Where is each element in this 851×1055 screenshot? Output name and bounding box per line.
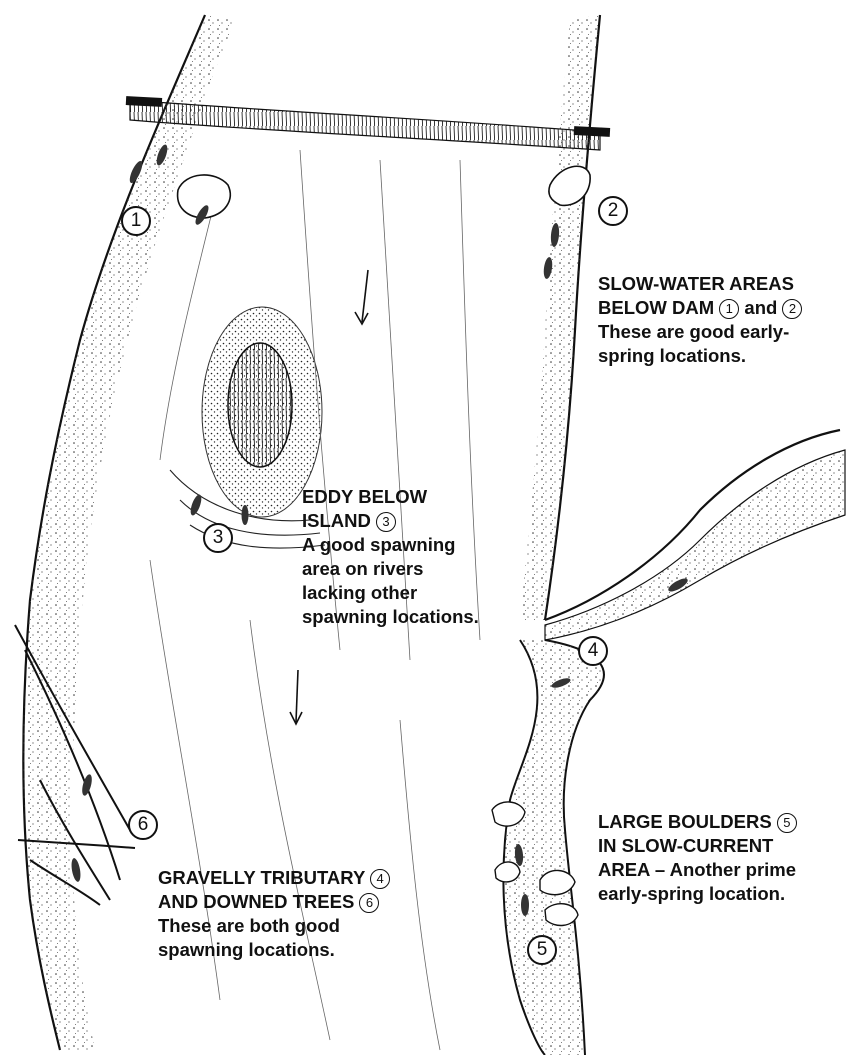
label-dam-heading-1: SLOW-WATER AREAS — [598, 272, 851, 296]
label-tributary-body-2: spawning locations. — [158, 938, 458, 962]
label-eddy-body-2: area on rivers — [302, 557, 532, 581]
label-eddy-body-1: A good spawning — [302, 533, 532, 557]
label-eddy-body-4: spawning locations. — [302, 605, 532, 629]
label-dam-heading-2: BELOW DAM 1 and 2 — [598, 296, 851, 320]
label-tributary-body-1: These are both good — [158, 914, 458, 938]
label-tributary-heading-text: GRAVELLY TRIBUTARY — [158, 867, 365, 888]
label-dam-body-2: spring locations. — [598, 344, 851, 368]
label-trees-heading-text: AND DOWNED TREES — [158, 891, 354, 912]
label-boulders-heading-text: LARGE BOULDERS — [598, 811, 772, 832]
label-dam: SLOW-WATER AREAS BELOW DAM 1 and 2 These… — [598, 272, 851, 368]
label-eddy-heading-1: EDDY BELOW — [302, 485, 532, 509]
inline-marker-5: 5 — [777, 813, 797, 833]
dam-post-right — [574, 126, 610, 137]
label-boulders-heading-1: LARGE BOULDERS 5 — [598, 810, 851, 834]
inline-marker-1: 1 — [719, 299, 739, 319]
label-eddy: EDDY BELOW ISLAND 3 A good spawning area… — [302, 485, 532, 629]
label-boulders-line-3: AREA – Another prime — [598, 858, 851, 882]
marker-1: 1 — [121, 206, 151, 236]
marker-6: 6 — [128, 810, 158, 840]
current-arrow-icon — [355, 270, 368, 324]
inline-marker-2: 2 — [782, 299, 802, 319]
marker-2: 2 — [598, 196, 628, 226]
label-tributary: GRAVELLY TRIBUTARY 4 AND DOWNED TREES 6 … — [158, 866, 458, 962]
marker-3: 3 — [203, 523, 233, 553]
inline-marker-6: 6 — [359, 893, 379, 913]
current-arrow-icon — [290, 670, 302, 724]
right-bank-stipple — [520, 15, 600, 620]
current-line — [250, 620, 330, 1040]
dam — [130, 100, 600, 150]
label-boulders-heading-3: AREA — [598, 859, 650, 880]
dam-post-left — [126, 96, 162, 107]
island — [228, 343, 292, 467]
label-eddy-heading-2: ISLAND 3 — [302, 509, 532, 533]
label-tributary-heading-2: AND DOWNED TREES 6 — [158, 890, 458, 914]
label-boulders-heading-2: IN SLOW-CURRENT — [598, 834, 851, 858]
marker-4: 4 — [578, 636, 608, 666]
label-dam-heading-text: BELOW DAM — [598, 297, 714, 318]
label-boulders-body-1: – Another prime — [650, 859, 796, 880]
label-boulders: LARGE BOULDERS 5 IN SLOW-CURRENT AREA – … — [598, 810, 851, 906]
inline-marker-4: 4 — [370, 869, 390, 889]
label-boulders-body-2: early-spring location. — [598, 882, 851, 906]
marker-5: 5 — [527, 935, 557, 965]
label-eddy-body-3: lacking other — [302, 581, 532, 605]
label-dam-body-1: These are good early- — [598, 320, 851, 344]
label-tributary-heading-1: GRAVELLY TRIBUTARY 4 — [158, 866, 458, 890]
tributary-stream — [545, 450, 845, 640]
inline-marker-3: 3 — [376, 512, 396, 532]
label-dam-and: and — [744, 297, 777, 318]
label-eddy-heading-text: ISLAND — [302, 510, 371, 531]
